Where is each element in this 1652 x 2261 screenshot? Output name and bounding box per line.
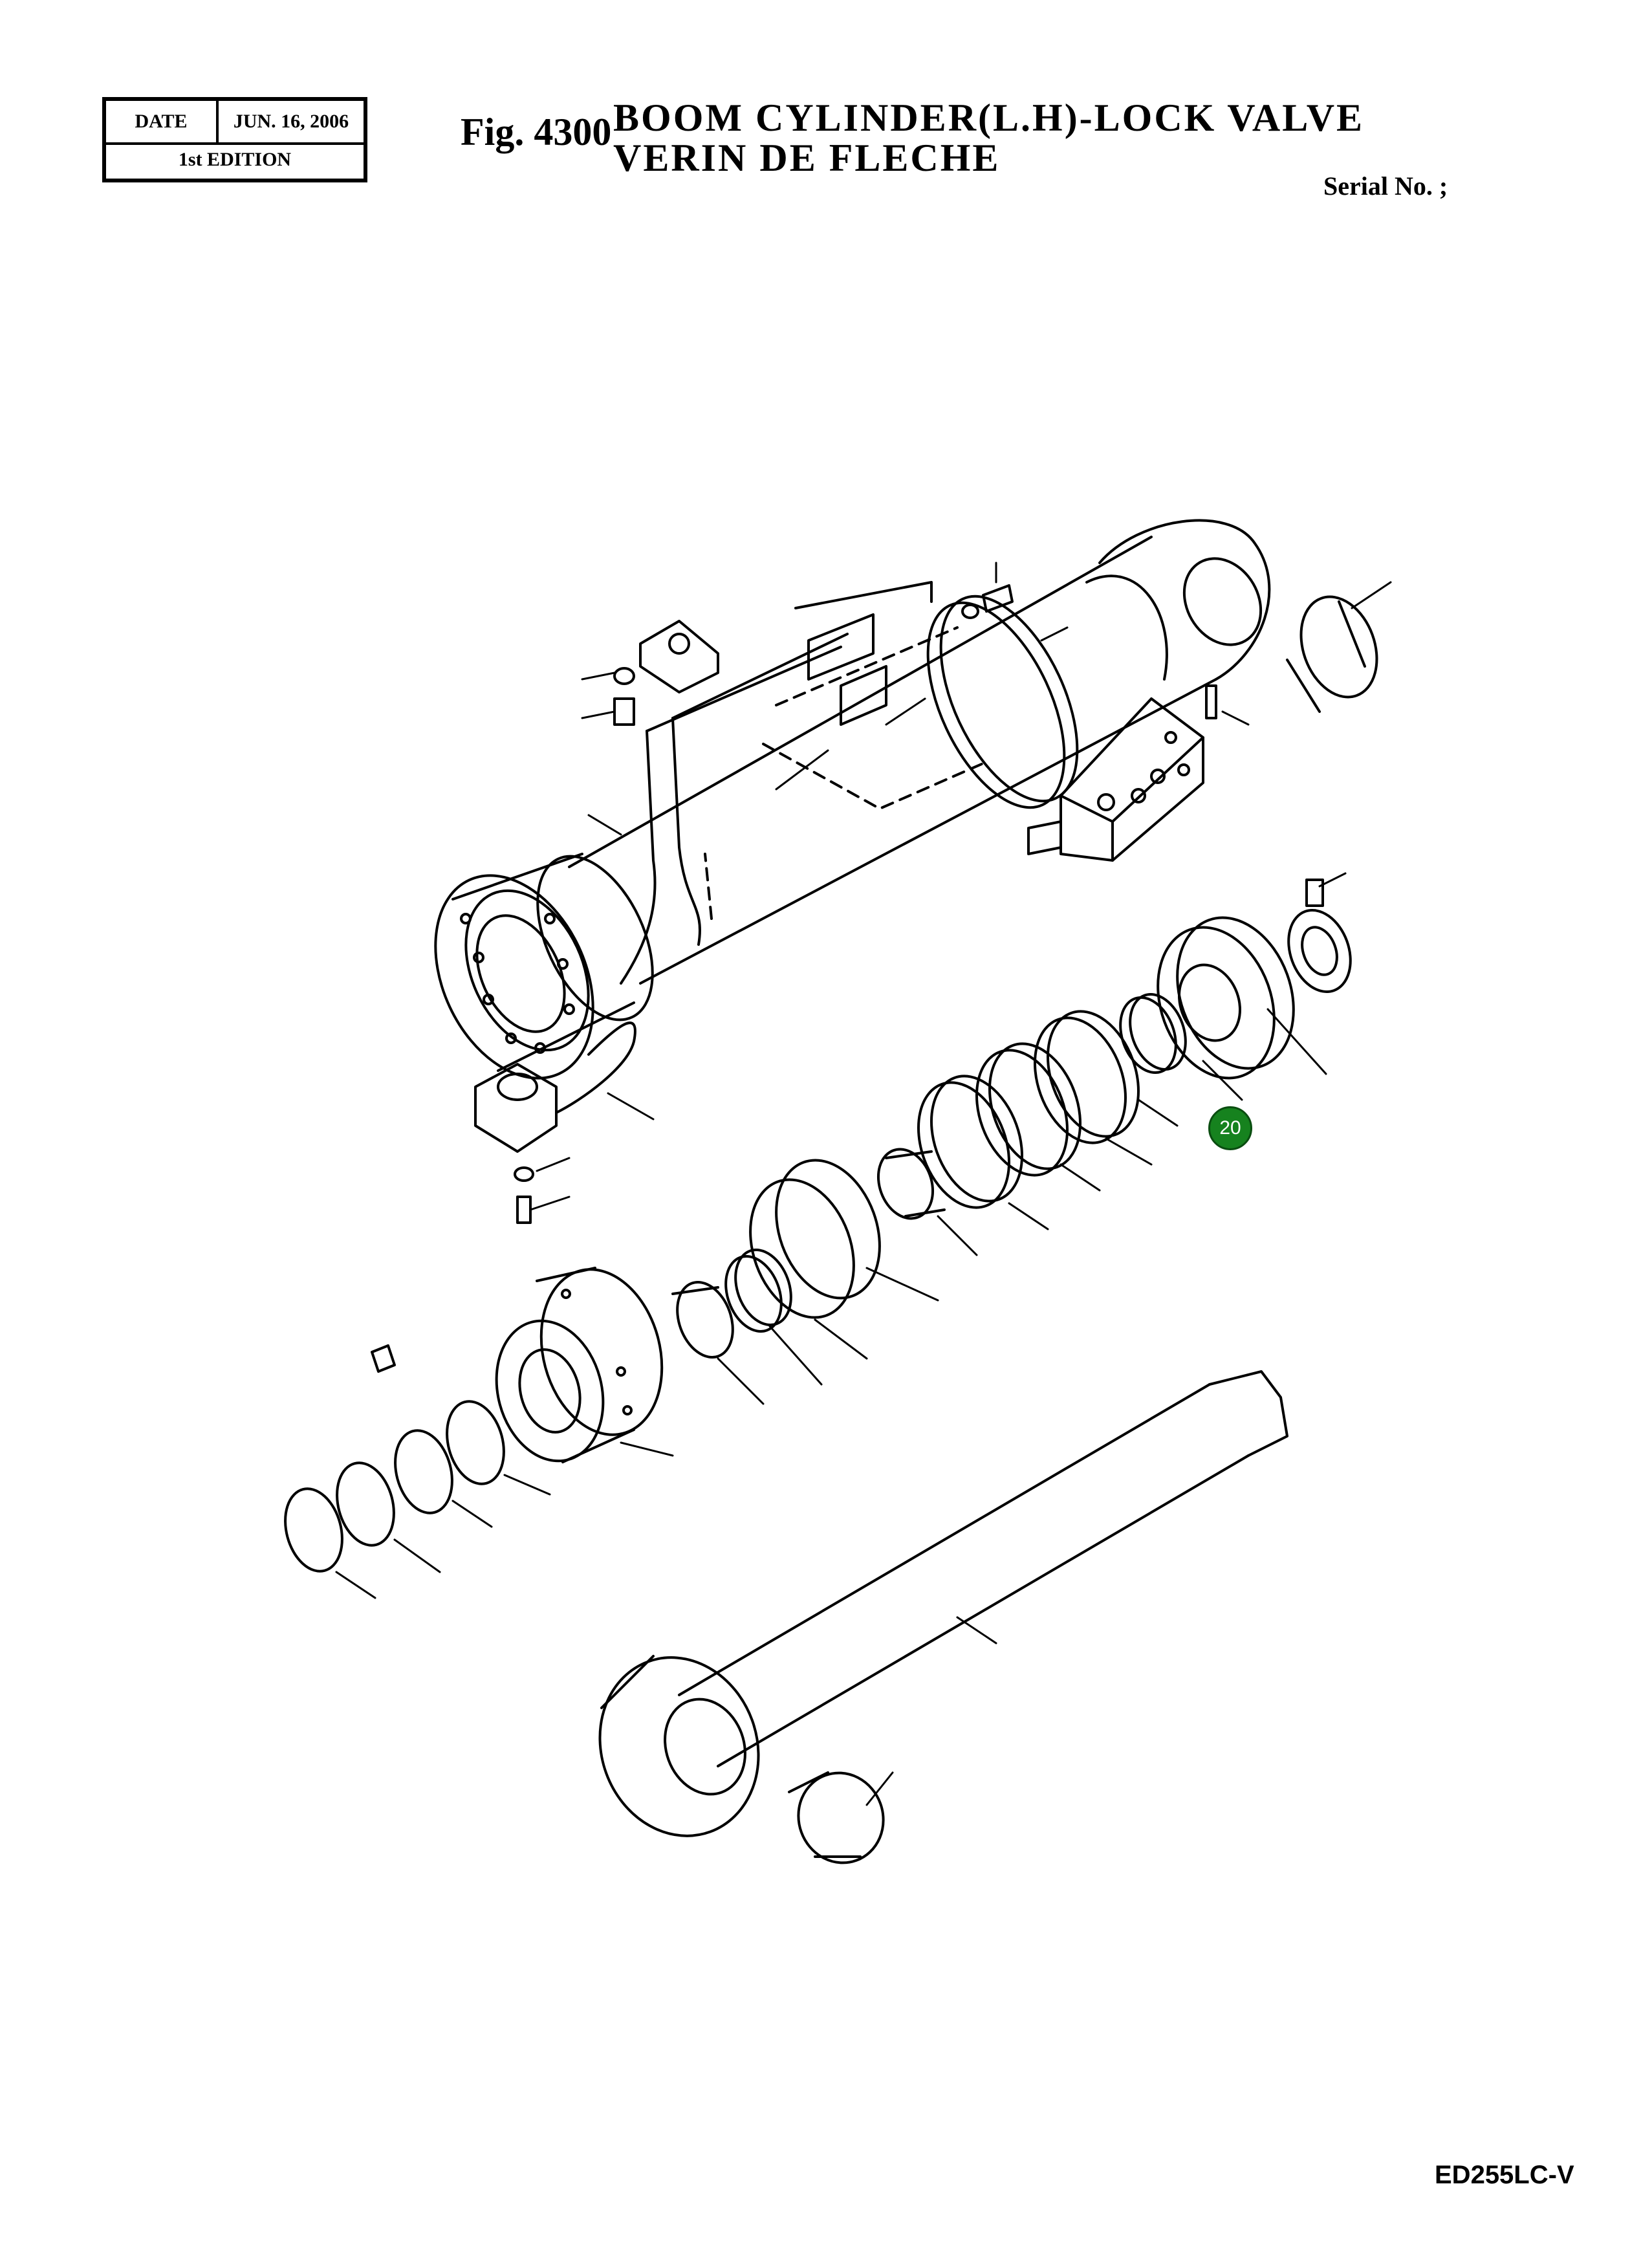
figure-number: Fig. 4300 [461,111,612,153]
title-french: VERIN DE FLECHE [613,137,1001,179]
leader-lines [335,562,1392,1806]
clamp-and-bolts [613,584,1217,726]
title-english: BOOM CYLINDER(L.H)-LOCK VALVE [613,96,1365,139]
date-value: JUN. 16, 2006 [233,111,349,132]
piston-seals [917,992,1187,1209]
serial-number-label: Serial No. ; [1323,171,1448,201]
date-box: DATE JUN. 16, 2006 1st EDITION [102,97,367,182]
piston-rod [598,1370,1288,1837]
date-row: DATE JUN. 16, 2006 [106,101,364,145]
callout-part-20[interactable]: 20 [1208,1106,1252,1150]
lock-valve-block [1027,697,1204,862]
rod-cover-rings [284,1400,505,1573]
piston [1157,916,1295,1080]
rod-cover [371,1267,664,1463]
edition-label: 1st EDITION [178,149,292,170]
rod-end-bushing [1286,595,1378,713]
cylinder-tube [434,519,1271,1114]
flange-block [474,1063,558,1224]
date-label: DATE [106,101,219,142]
wear-ring [876,1148,946,1220]
model-number: ED255LC-V [1435,2161,1574,2189]
rod-cover-seals [671,1159,881,1359]
rod-eye-bushing [788,1771,885,1864]
piston-nut [1287,879,1352,993]
